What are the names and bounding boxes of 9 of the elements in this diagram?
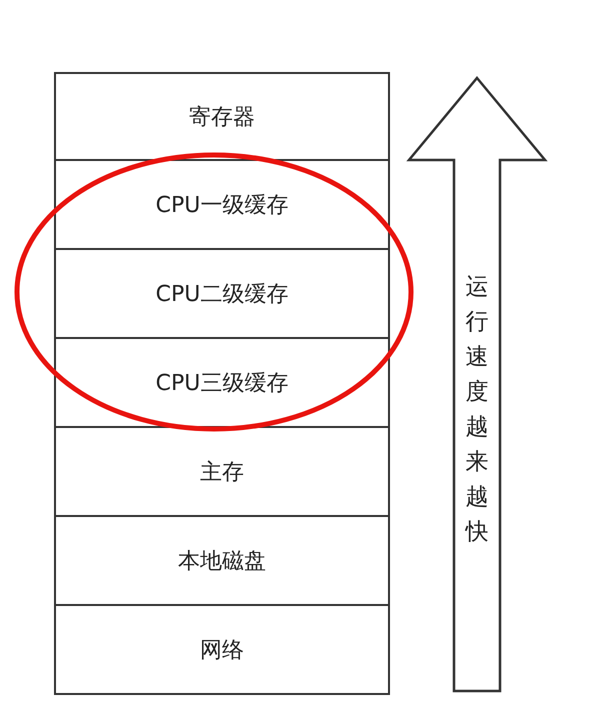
layer-box: 主存 <box>54 426 390 517</box>
layer-box: CPU二级缓存 <box>54 248 390 339</box>
layer-box: 本地磁盘 <box>54 515 390 606</box>
up-arrow <box>406 76 548 694</box>
arrow-label: 运行速度越来越快 <box>464 273 490 547</box>
layer-box: 寄存器 <box>54 72 390 161</box>
layer-box: CPU一级缓存 <box>54 159 390 250</box>
layer-box: 网络 <box>54 604 390 695</box>
layer-box: CPU三级缓存 <box>54 337 390 428</box>
